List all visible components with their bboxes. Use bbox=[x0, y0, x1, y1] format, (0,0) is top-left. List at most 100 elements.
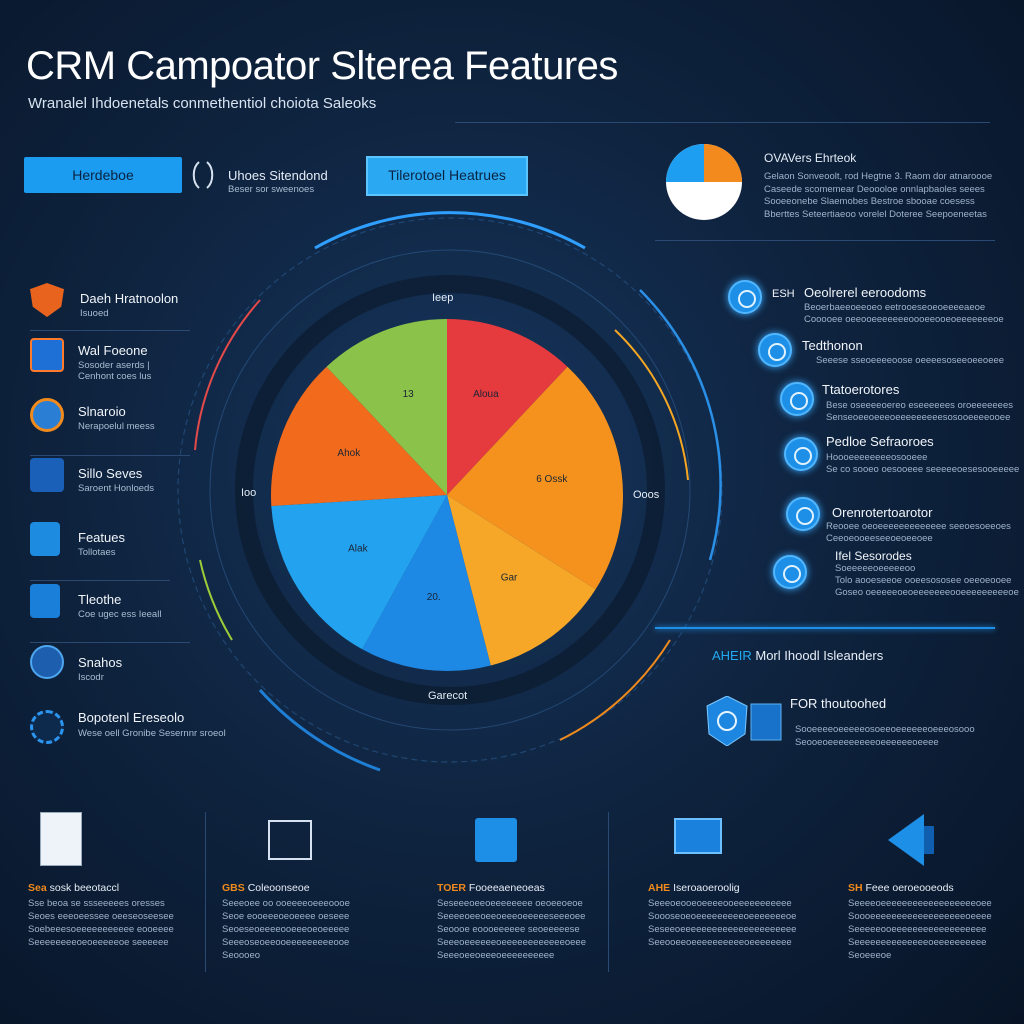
pie-slice-label: Gar bbox=[501, 572, 518, 583]
donut-text: Gelaon Sonveoolt, rod Hegtne 3. Raom dor… bbox=[764, 171, 992, 221]
bottom-line: Seoeeeoe bbox=[848, 950, 892, 961]
left-item-sub: Coe ugec ess Ieeall bbox=[78, 609, 162, 620]
left-item-sub: Isuoed bbox=[80, 308, 109, 319]
bottom-line: Sse beoa se ssseeeees oresses bbox=[28, 898, 165, 909]
bottom-line: Soooseoeoeeeeeeeeeoeeeeeeeoe bbox=[648, 911, 797, 922]
cart-icon bbox=[30, 458, 64, 492]
header-divider bbox=[455, 122, 990, 123]
bottom-line: Seseeeoeeoeeeeeeee oeoeeoeoe bbox=[437, 898, 583, 909]
bottom-title: SH Feee oeroeooeods bbox=[848, 882, 954, 894]
right-panel-line: Seooeoeeeeeeeeeoeeeeeeoeeee bbox=[795, 737, 939, 748]
monitor-icon bbox=[674, 818, 722, 854]
pie-slice-label: 13 bbox=[403, 389, 415, 400]
pie-slice-label: Ahok bbox=[337, 448, 361, 459]
pie-slice-label: 20. bbox=[427, 592, 441, 603]
pie-slice bbox=[271, 495, 447, 650]
right-item-line: Reooee oeoeeeeeeeeeeeee seeoesoeeoes bbox=[826, 521, 1011, 532]
right-glow-divider bbox=[655, 627, 995, 629]
pie-outer-label-right: Ooos bbox=[633, 489, 660, 501]
right-item-title: Ifel Sesorodes bbox=[835, 549, 912, 563]
bracket-icon bbox=[190, 160, 216, 190]
document-icon bbox=[30, 522, 60, 556]
bottom-line: Soooeeeeeeeeeeeeeeeeeeoeeee bbox=[848, 911, 992, 922]
bottom-line: Seeeoee oo ooeeeeoeeeoooe bbox=[222, 898, 350, 909]
bottom-accent: TOER bbox=[437, 882, 466, 894]
chat-icon bbox=[758, 333, 792, 367]
donut-line: Caseede scomemear Deoooloe onnlapbaoles … bbox=[764, 183, 985, 195]
right-item-title: Orenrotertoarotor bbox=[832, 505, 933, 520]
bottom-accent: AHE bbox=[648, 882, 671, 894]
left-item-title: Wal Foeone bbox=[78, 343, 148, 358]
left-item-title: Daeh Hratnoolon bbox=[80, 291, 179, 306]
donut-line: Bberttes Seteertiaeoo vorelel Doteree Se… bbox=[764, 208, 987, 220]
right-item-line: Ceeoeooeeseeoeoeeoee bbox=[826, 533, 933, 544]
left-item-sub: Saroent Honloeds bbox=[78, 483, 155, 494]
bottom-line: Seeeoseoeeooeeeeeeeeeooe bbox=[222, 937, 350, 948]
bottom-line: Seseeoeeeeeeeeeeeeeeeeeeeeee bbox=[648, 924, 797, 935]
bottom-line: Seeooeeoeeeeeeeeeeoeeeeeeee bbox=[648, 937, 792, 948]
right-item-line: Tolo aooeseeoe ooeesososee oeeoeooee bbox=[835, 575, 1012, 586]
donut-title: OVAVers Ehrteok bbox=[764, 151, 857, 165]
left-item[interactable]: Featues Tollotaes bbox=[30, 522, 125, 558]
glyph-sub: Beser sor sweenoes bbox=[228, 184, 315, 195]
arrow-panel-icon bbox=[884, 812, 936, 868]
left-item-title: Snahos bbox=[78, 655, 123, 670]
bottom-title-text: Fooeeaeneoeas bbox=[468, 882, 545, 894]
bottom-line: Seeeoeeoeeeoeeeeeeeeee bbox=[437, 950, 555, 961]
bottom-title: AHE Iseroaoeroolig bbox=[648, 882, 740, 894]
shield-panel-icon bbox=[703, 695, 783, 747]
bottom-title-text: Iseroaoeroolig bbox=[673, 882, 740, 894]
left-item-sub: Sosoder aserds | Cenhont coes lus bbox=[78, 360, 152, 382]
left-item[interactable]: Slnaroio Nerapoelul meess bbox=[30, 398, 155, 432]
bottom-line: Seeeeeooeeeeeeeeeeeeeeeeee bbox=[848, 924, 987, 935]
donut-line: Sooeeonebe Slaemobes Bestroe sbooae coes… bbox=[764, 196, 975, 207]
left-item-title: Sillo Seves bbox=[78, 466, 143, 481]
left-item[interactable]: Bopotenl Ereseolo Wese oell Gronibe Sese… bbox=[30, 710, 226, 744]
left-tab-button[interactable]: Herdeboe bbox=[24, 157, 182, 193]
left-item-title: Slnaroio bbox=[78, 404, 126, 419]
left-item-title: Featues bbox=[78, 530, 125, 545]
bottom-line: Seoooe eoooeeeeee seoeeeeese bbox=[437, 924, 580, 935]
bottom-title-text: Coleoonseoe bbox=[247, 882, 310, 894]
right-item-title: Ttatoerotores bbox=[822, 382, 900, 397]
bottom-title: TOER Fooeeaeneoeas bbox=[437, 882, 545, 894]
right-item-title: Oeolrerel eeroodoms bbox=[804, 285, 927, 300]
shield-icon bbox=[30, 283, 64, 317]
paper-icon bbox=[40, 812, 82, 866]
globe-icon bbox=[30, 398, 64, 432]
right-item-line: Cooooee oeeooeeeeeeeoooeeooeoeeeeeeeoe bbox=[804, 314, 1004, 325]
right-divider bbox=[655, 240, 995, 241]
bottom-line: Seoes eeeoeessee oeeseoseesee bbox=[28, 911, 174, 922]
left-item[interactable]: Tleothe Coe ugec ess Ieeall bbox=[30, 584, 161, 620]
left-divider bbox=[30, 330, 190, 331]
left-divider bbox=[30, 642, 190, 643]
page-title: CRM Campoator Slterea Features bbox=[26, 44, 618, 88]
left-item[interactable]: Sillo Seves Saroent Honloeds bbox=[30, 458, 154, 494]
bottom-line: Seoeseoeeeeooeeeoeoeeeee bbox=[222, 924, 350, 935]
left-item[interactable]: Wal Foeone Sosoder aserds | Cenhont coes… bbox=[30, 338, 151, 382]
right-item-prefix: ESH bbox=[772, 288, 795, 300]
right-item-title: Pedloe Sefraoroes bbox=[826, 434, 934, 449]
bottom-line: Seeeoeeeeeeoeeeeeeeeeeeeoeee bbox=[437, 937, 586, 948]
right-item-line: Soeeeeeoeeeeeoo bbox=[835, 563, 916, 574]
pie-slice bbox=[362, 495, 491, 671]
right-item-line: Senseoeeoeeeoeeeeeeeeesosooeeeeooee bbox=[826, 412, 1011, 423]
search-icon bbox=[784, 437, 818, 471]
left-item[interactable]: Daeh Hratnoolon Isuoed bbox=[30, 283, 178, 319]
user-icon bbox=[728, 280, 762, 314]
right-panel-heading-accent: AHEIR bbox=[712, 648, 752, 663]
left-item-sub: Iscodr bbox=[78, 672, 104, 683]
left-item[interactable]: Snahos Iscodr bbox=[30, 645, 122, 683]
pie-outer-label-top: Ieep bbox=[432, 292, 454, 304]
pie-slice-label: 6 Ossk bbox=[536, 474, 568, 485]
right-item-line: Se co sooeo oesooeee seeeeeoesesooeeeee bbox=[826, 464, 1020, 475]
features-tab-button[interactable]: Tilerotoel Heatrues bbox=[366, 156, 528, 196]
donut-chart bbox=[666, 144, 742, 220]
right-item-line: Hoooeeeeeeeeosooeee bbox=[826, 452, 928, 463]
pie-outer-label-bottom: Garecot bbox=[428, 690, 468, 702]
badge-icon bbox=[30, 645, 64, 679]
bottom-line: Seeeeeeeeeeeeeeoeeeeeeeeee bbox=[848, 937, 987, 948]
bottom-title-text: sosk beeotaccl bbox=[49, 882, 120, 894]
right-panel-heading: AHEIR Morl Ihoodl Isleanders bbox=[712, 648, 883, 663]
